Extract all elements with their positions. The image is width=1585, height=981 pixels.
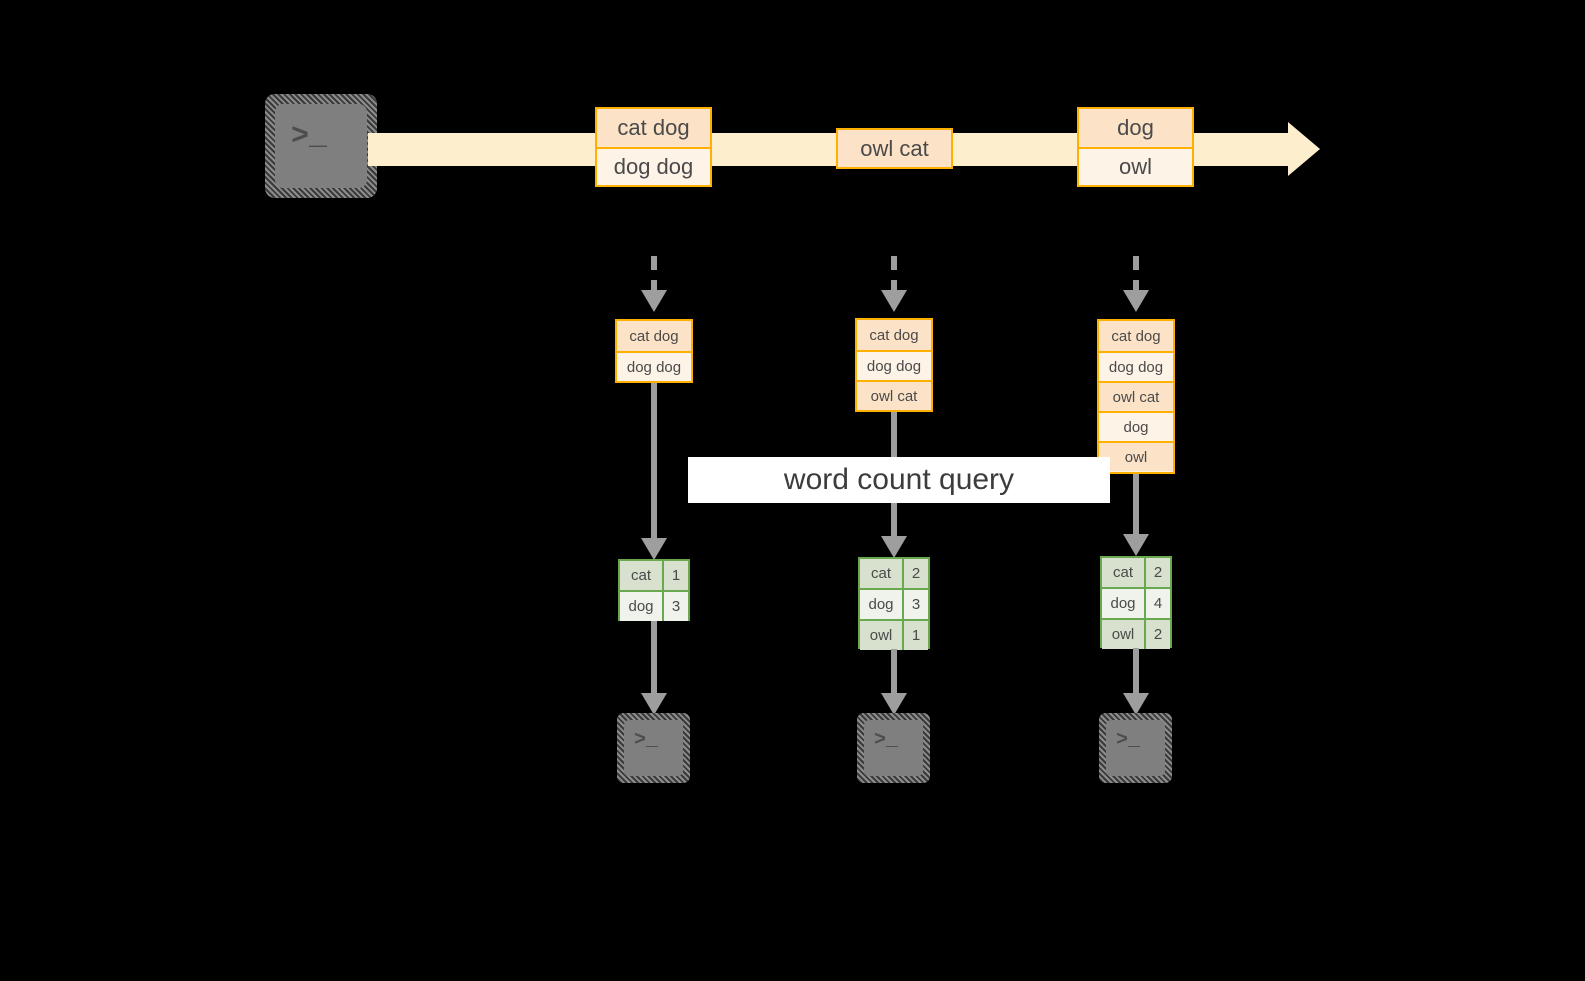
result-row: owl 1 [860, 619, 928, 650]
result-word: dog [1102, 589, 1146, 618]
prompt-glyph: >_ [1116, 729, 1141, 752]
stage-3-sink-arrowhead [1123, 693, 1149, 715]
result-row: dog 4 [1102, 587, 1170, 618]
stage-2-sink-line [891, 649, 897, 693]
stage-3-trigger-line [1133, 256, 1139, 290]
result-row: dog 3 [620, 590, 688, 621]
stream-record: owl cat [838, 130, 951, 167]
stage-2-result-table: cat 2 dog 3 owl 1 [858, 557, 930, 650]
result-word: owl [860, 621, 904, 650]
result-count: 3 [904, 590, 928, 619]
prompt-glyph: >_ [634, 729, 659, 752]
input-row: cat dog [857, 320, 931, 350]
result-count: 1 [904, 621, 928, 650]
stage-2-input-table: cat dog dog dog owl cat [855, 318, 933, 412]
result-row: cat 2 [1102, 558, 1170, 587]
stage-3-trigger-arrowhead [1123, 290, 1149, 312]
result-count: 1 [664, 561, 688, 590]
stage-3-query-arrowhead [1123, 534, 1149, 556]
stream-record-group-2: owl cat [836, 128, 953, 169]
stage-3-input-table: cat dog dog dog owl cat dog owl [1097, 319, 1175, 474]
stage-1-trigger-line [651, 256, 657, 290]
stage-2-sink-terminal-icon: >_ [857, 713, 930, 783]
input-row: owl cat [857, 380, 931, 410]
stage-1-sink-arrowhead [641, 693, 667, 715]
result-word: cat [1102, 558, 1146, 587]
input-row: owl [1099, 441, 1173, 471]
stage-2-sink-arrowhead [881, 693, 907, 715]
input-row: cat dog [1099, 321, 1173, 351]
stage-1-query-arrowhead [641, 538, 667, 560]
stream-record-group-1: cat dog dog dog [595, 107, 712, 187]
terminal-screen [864, 720, 923, 776]
stage-2-query-arrowhead [881, 536, 907, 558]
prompt-glyph: >_ [874, 729, 899, 752]
input-row: dog [1099, 411, 1173, 441]
input-row: dog dog [617, 351, 691, 381]
stage-3-sink-terminal-icon: >_ [1099, 713, 1172, 783]
prompt-glyph: >_ [291, 120, 328, 154]
stream-arrowhead [1288, 122, 1320, 176]
input-row: dog dog [1099, 351, 1173, 381]
stage-1-trigger-arrowhead [641, 290, 667, 312]
stage-1-input-table: cat dog dog dog [615, 319, 693, 383]
result-word: dog [860, 590, 904, 619]
result-count: 2 [904, 559, 928, 588]
stage-2-trigger-line [891, 256, 897, 290]
stage-2-trigger-arrowhead [881, 290, 907, 312]
stage-3-result-table: cat 2 dog 4 owl 2 [1100, 556, 1172, 649]
stage-1-sink-line [651, 621, 657, 693]
stage-3-query-line [1133, 474, 1139, 534]
result-count: 2 [1146, 620, 1170, 649]
stream-record: dog dog [597, 147, 710, 185]
stage-1-result-table: cat 1 dog 3 [618, 559, 690, 621]
result-row: cat 2 [860, 559, 928, 588]
result-row: cat 1 [620, 561, 688, 590]
input-row: dog dog [857, 350, 931, 380]
result-word: cat [620, 561, 664, 590]
source-terminal-icon: >_ [265, 94, 377, 198]
stream-record: owl [1079, 147, 1192, 185]
stream-record: dog [1079, 109, 1192, 147]
result-row: dog 3 [860, 588, 928, 619]
stage-3-sink-line [1133, 648, 1139, 693]
result-count: 2 [1146, 558, 1170, 587]
stage-1-sink-terminal-icon: >_ [617, 713, 690, 783]
result-word: owl [1102, 620, 1146, 649]
result-count: 3 [664, 592, 688, 621]
terminal-screen [624, 720, 683, 776]
terminal-screen [1106, 720, 1165, 776]
result-word: dog [620, 592, 664, 621]
terminal-screen [275, 104, 367, 188]
stream-record: cat dog [597, 109, 710, 147]
input-row: owl cat [1099, 381, 1173, 411]
stream-record-group-3: dog owl [1077, 107, 1194, 187]
result-count: 4 [1146, 589, 1170, 618]
stage-1-query-line [651, 383, 657, 538]
query-label: word count query [688, 457, 1110, 503]
result-row: owl 2 [1102, 618, 1170, 649]
result-word: cat [860, 559, 904, 588]
input-row: cat dog [617, 321, 691, 351]
